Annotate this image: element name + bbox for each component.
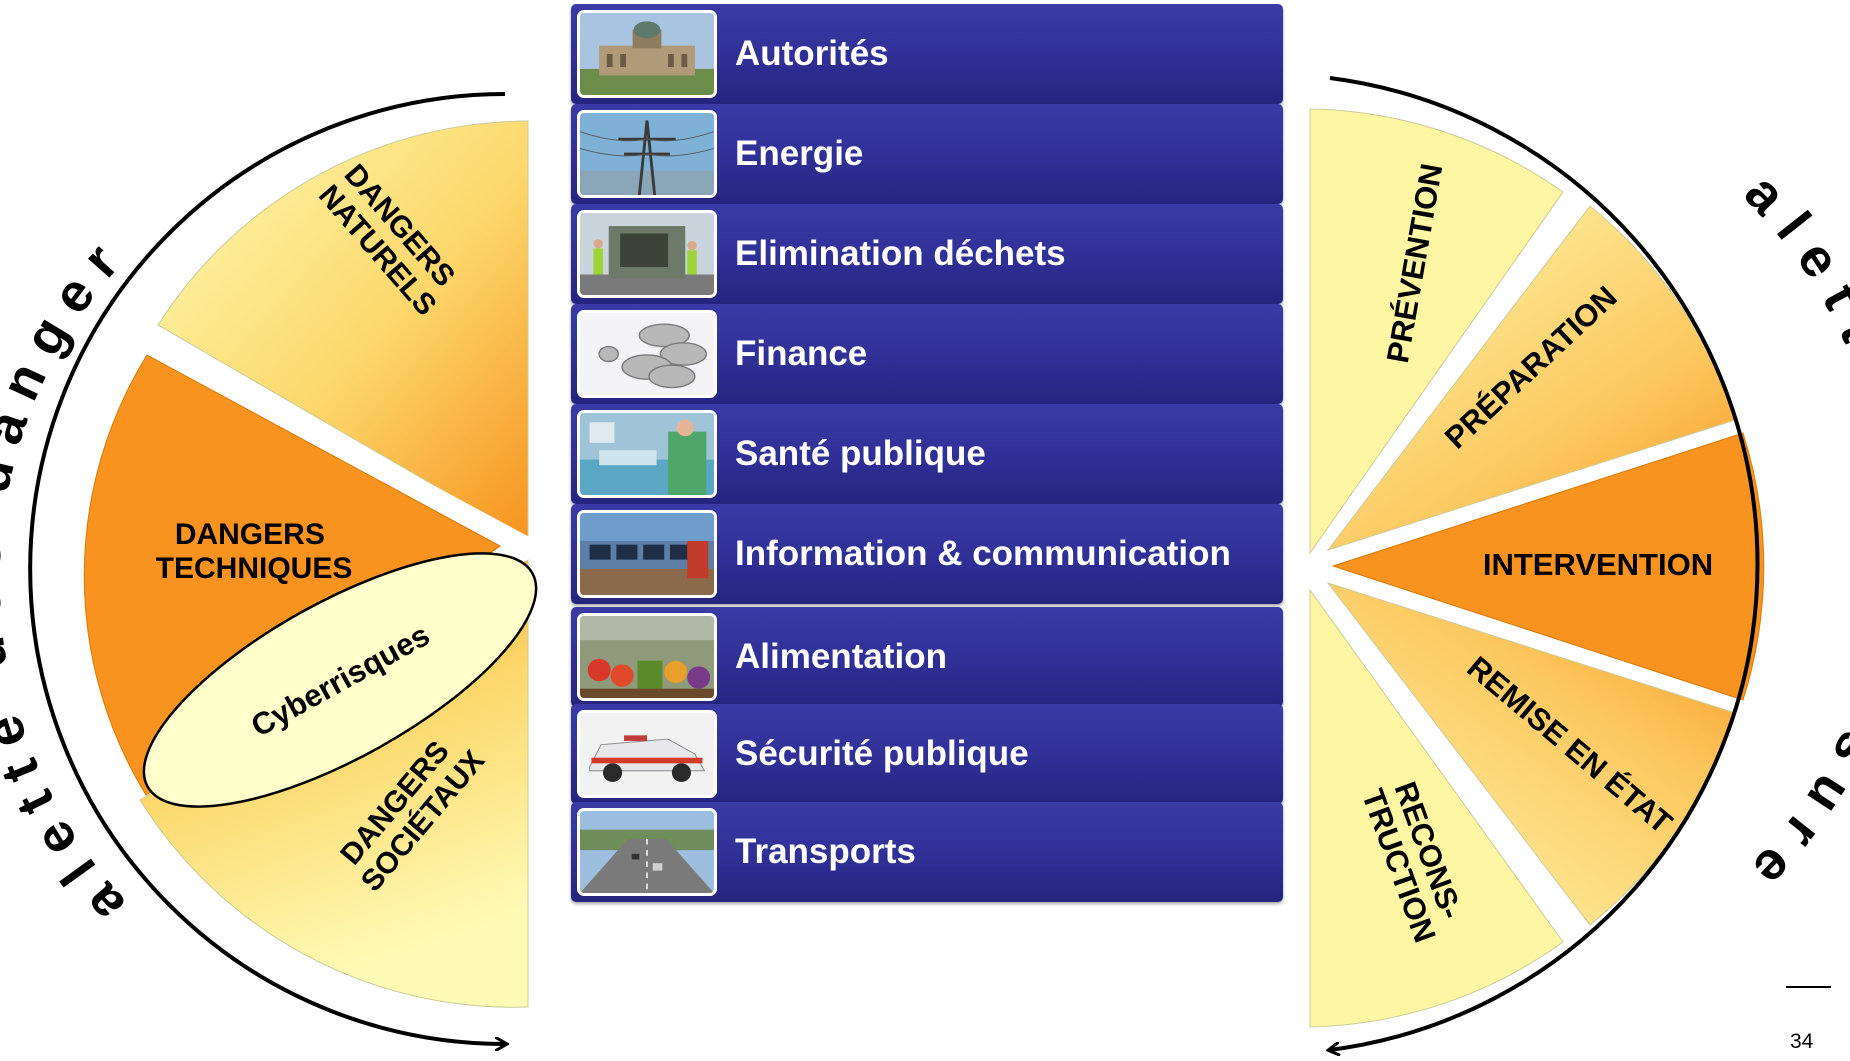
sector-technical-hazards bbox=[83, 354, 501, 796]
sector-public-safety: Sécurité publique bbox=[571, 704, 1283, 804]
sector-energy: Energie bbox=[571, 104, 1283, 204]
control-room-photo bbox=[577, 510, 717, 598]
measures-cycle-arrow bbox=[1330, 76, 1760, 1050]
sector-authorities: Autorités bbox=[571, 4, 1283, 104]
sector-label: Information & communication bbox=[735, 534, 1231, 573]
sector-food: Alimentation bbox=[571, 607, 1283, 707]
sector-prevention bbox=[1309, 108, 1564, 555]
sector-health: Santé publique bbox=[571, 404, 1283, 504]
page-number: 34 bbox=[1790, 1030, 1814, 1053]
technical-line2: TECHNIQUES bbox=[156, 552, 353, 585]
parliament-building-photo bbox=[577, 10, 717, 98]
sector-label: Finance bbox=[735, 334, 868, 373]
sector-label: Autorités bbox=[735, 34, 889, 73]
page-number-rule bbox=[1786, 986, 1831, 988]
sector-intervention bbox=[1331, 432, 1765, 701]
vegetables-photo bbox=[577, 613, 717, 701]
sector-reconstruction bbox=[1309, 588, 1564, 1028]
sector-finance: Finance bbox=[571, 304, 1283, 404]
sector-label: Alimentation bbox=[735, 637, 947, 676]
sector-label: Elimination déchets bbox=[735, 234, 1066, 273]
hazard-cycle-arrow bbox=[28, 92, 505, 1044]
highway-photo bbox=[577, 808, 717, 896]
sector-transport: Transports bbox=[571, 802, 1283, 902]
power-pylon-photo bbox=[577, 110, 717, 198]
sector-label: Transports bbox=[735, 832, 916, 871]
surgery-photo bbox=[577, 410, 717, 498]
coins-photo bbox=[577, 310, 717, 398]
sector-label: Energie bbox=[735, 134, 864, 173]
technical-line1: DANGERS bbox=[175, 518, 325, 551]
intervention-label: INTERVENTION bbox=[1483, 547, 1713, 582]
svg-text:DANGERS TECHNIQUES: DANGERS TECHNIQUES bbox=[156, 518, 353, 585]
hazard-wheel: DANGERS NATURELS DANGERS TECHNIQUES DANG… bbox=[0, 0, 538, 1044]
sector-natural-hazards bbox=[157, 120, 529, 541]
sector-label: Santé publique bbox=[735, 434, 986, 473]
sector-label: Sécurité publique bbox=[735, 734, 1029, 773]
cyber-oval: Cyberrisques bbox=[142, 552, 538, 808]
sector-ict: Information & communication bbox=[571, 504, 1283, 604]
garbage-truck-photo bbox=[577, 210, 717, 298]
sector-waste: Elimination déchets bbox=[571, 204, 1283, 304]
police-car-photo bbox=[577, 710, 717, 798]
